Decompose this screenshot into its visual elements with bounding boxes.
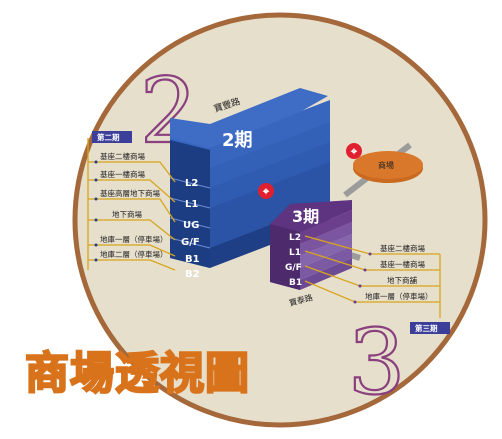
phase2-callout-label: 基座一樓商場 bbox=[100, 169, 145, 179]
phase3-floor-label: L2 bbox=[289, 233, 301, 243]
phase2-floor-label: G/F bbox=[181, 237, 200, 248]
phase2-label: 2期 bbox=[222, 130, 253, 151]
phase2-tag bbox=[92, 131, 132, 143]
phase3-tag bbox=[410, 322, 450, 334]
phase3-floor-label: B1 bbox=[289, 278, 302, 288]
phase2-floor-label: L2 bbox=[185, 178, 198, 189]
phase3-building bbox=[270, 200, 352, 290]
phase2-callout-label: 地庫二層（停車場） bbox=[100, 249, 168, 259]
phase2-tag-label: 第二期 bbox=[97, 132, 120, 142]
phase3-callout-label: 基座一樓商場 bbox=[380, 259, 425, 269]
phase3-floor-label: G/F bbox=[285, 263, 302, 273]
phase3-tag-label: 第三期 bbox=[415, 323, 438, 333]
mall-pad-label: 商場 bbox=[378, 160, 394, 170]
phase2-callout-dots bbox=[94, 160, 98, 262]
phase3-callout-dots bbox=[353, 252, 372, 304]
phase3-big-number: 3 bbox=[348, 310, 405, 415]
phase3-callout-label: 地下商舖 bbox=[387, 275, 417, 285]
phase2-callouts bbox=[87, 138, 176, 271]
phase2-floor-label: B1 bbox=[185, 254, 200, 265]
mtr-logo-icon: ⌖ bbox=[346, 143, 362, 159]
mtr-logo-icon: ⌖ bbox=[258, 183, 274, 199]
phase2-floor-label: B2 bbox=[185, 269, 200, 280]
phase3-floor-label: L1 bbox=[289, 248, 301, 258]
phase3-callout-label: 地庫一層（停車場） bbox=[365, 291, 433, 301]
svg-text:⌖: ⌖ bbox=[350, 145, 358, 158]
phase2-callout-label: 地下商場 bbox=[112, 209, 142, 219]
svg-text:⌖: ⌖ bbox=[262, 185, 270, 198]
phase2-callout-label: 基座二樓商場 bbox=[100, 151, 145, 161]
phase2-callout-label: 基座高層地下商場 bbox=[100, 188, 160, 198]
phase2-floor-label: L1 bbox=[185, 199, 198, 210]
phase2-callout-label: 地庫一層（停車場） bbox=[100, 234, 168, 244]
phase2-floor-label: UG bbox=[183, 220, 199, 231]
phase2-building bbox=[169, 88, 330, 268]
phase3-label: 3期 bbox=[292, 207, 319, 226]
phase3-callout-label: 基座二樓商場 bbox=[380, 243, 425, 253]
diagram-title: 商場透視圖 bbox=[25, 348, 250, 399]
